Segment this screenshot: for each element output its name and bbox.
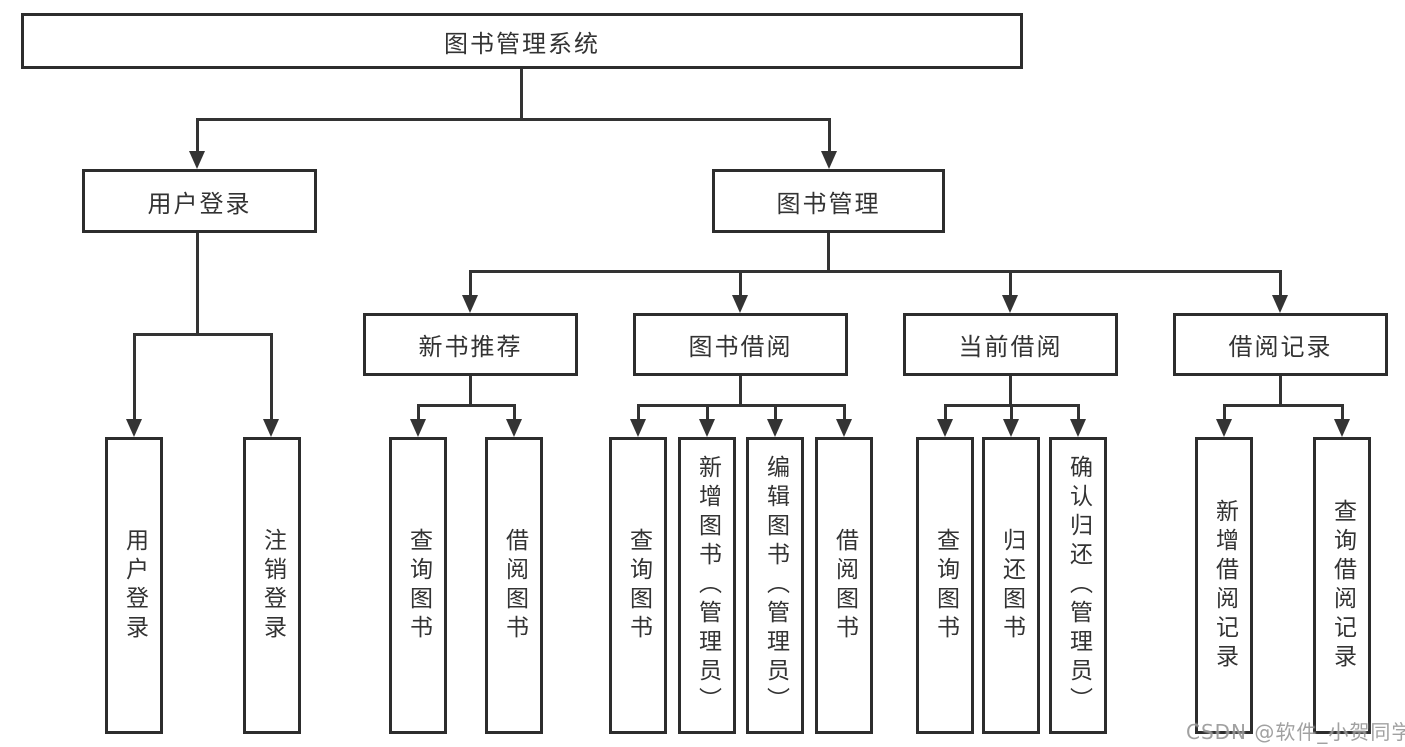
connector-level2-branch: [196, 118, 831, 121]
leaf-borrow-book: 借阅图书: [815, 437, 873, 734]
arrowhead-leaf: [1216, 419, 1232, 437]
leaf-user-login: 用户登录: [105, 437, 163, 734]
leaf-query-book-recommend: 查询图书: [389, 437, 447, 734]
leaf-label: 用户登录: [121, 527, 148, 644]
node-label: 当前借阅: [958, 333, 1063, 361]
leaf-label: 借阅图书: [831, 527, 858, 644]
leaf-label: 查询借阅记录: [1329, 498, 1356, 673]
connector-records-branch: [1223, 404, 1344, 407]
leaf-confirm-return-admin: 确认归还（管理员）: [1049, 437, 1107, 734]
node-label: 图书借阅: [688, 333, 793, 361]
node-label: 借阅记录: [1228, 333, 1333, 361]
arrowhead-new-book-recommend: [462, 295, 478, 313]
arrowhead-leaf: [1070, 419, 1086, 437]
arrowhead-leaf: [1003, 419, 1019, 437]
leaf-return-book: 归还图书: [982, 437, 1040, 734]
connector-book-management-stem: [827, 233, 830, 273]
connector-to-new-book-recommend: [469, 270, 472, 295]
connector-to-leaf: [1077, 404, 1080, 422]
leaf-query-borrow-record: 查询借阅记录: [1313, 437, 1371, 734]
node-label: 用户登录: [147, 189, 252, 218]
connector-root-trunk: [520, 69, 523, 120]
connector-to-borrow-records: [1279, 270, 1282, 295]
connector-to-leaf: [1223, 404, 1226, 422]
connector-level3-branch: [469, 270, 1282, 273]
leaf-query-book-current: 查询图书: [916, 437, 974, 734]
connector-to-leaf: [637, 404, 640, 422]
leaf-label: 查询图书: [405, 527, 432, 644]
node-new-book-recommend: 新书推荐: [363, 313, 578, 376]
leaf-label: 新增借阅记录: [1211, 498, 1238, 673]
node-borrow-records: 借阅记录: [1173, 313, 1388, 376]
leaf-add-borrow-record: 新增借阅记录: [1195, 437, 1253, 734]
arrowhead-current-borrow: [1002, 295, 1018, 313]
leaf-query-book: 查询图书: [609, 437, 667, 734]
leaf-edit-book-admin: 编辑图书（管理员）: [746, 437, 804, 734]
connector-to-current-borrow: [1009, 270, 1012, 295]
node-book-management: 图书管理: [712, 169, 945, 233]
arrowhead-leaf-login: [126, 419, 142, 437]
connector-current-stem: [1009, 376, 1012, 407]
node-user-login: 用户登录: [82, 169, 317, 233]
connector-to-leaf: [944, 404, 947, 422]
connector-to-leaf: [513, 404, 516, 422]
watermark: CSDN @软件_小贺同学: [1186, 720, 1405, 744]
arrowhead-book-borrow: [732, 295, 748, 313]
connector-to-leaf: [843, 404, 846, 422]
connector-records-stem: [1279, 376, 1282, 407]
connector-recommend-branch: [417, 404, 516, 407]
leaf-label: 编辑图书（管理员）: [762, 455, 789, 716]
node-label: 图书管理系统: [444, 29, 600, 58]
node-label: 新书推荐: [418, 333, 523, 361]
connector-to-leaf: [1010, 404, 1013, 422]
arrowhead-leaf-logout: [263, 419, 279, 437]
connector-to-book-management: [828, 118, 831, 154]
leaf-label: 借阅图书: [501, 527, 528, 644]
arrowhead-leaf: [410, 419, 426, 437]
connector-user-login-branch: [133, 333, 273, 336]
leaf-label: 新增图书（管理员）: [694, 455, 721, 716]
leaf-label: 查询图书: [625, 527, 652, 644]
connector-borrow-branch: [637, 404, 846, 407]
node-current-borrow: 当前借阅: [903, 313, 1118, 376]
arrowhead-book-management: [821, 151, 837, 169]
arrowhead-leaf: [506, 419, 522, 437]
connector-user-login-stem: [196, 233, 199, 336]
arrowhead-leaf: [767, 419, 783, 437]
connector-to-leaf-login: [133, 333, 136, 419]
connector-borrow-stem: [739, 376, 742, 407]
connector-to-leaf: [417, 404, 420, 422]
arrowhead-leaf: [630, 419, 646, 437]
connector-to-user-login: [196, 118, 199, 154]
leaf-logout: 注销登录: [243, 437, 301, 734]
leaf-label: 注销登录: [259, 527, 286, 644]
connector-to-leaf: [774, 404, 777, 422]
arrowhead-user-login: [189, 151, 205, 169]
leaf-label: 归还图书: [998, 527, 1025, 644]
leaf-label: 查询图书: [932, 527, 959, 644]
arrowhead-leaf: [1334, 419, 1350, 437]
connector-to-leaf-logout: [270, 333, 273, 419]
arrowhead-borrow-records: [1272, 295, 1288, 313]
connector-to-leaf: [1341, 404, 1344, 422]
leaf-label: 确认归还（管理员）: [1065, 455, 1092, 716]
node-book-borrow: 图书借阅: [633, 313, 848, 376]
arrowhead-leaf: [937, 419, 953, 437]
arrowhead-leaf: [836, 419, 852, 437]
connector-to-book-borrow: [739, 270, 742, 295]
node-library-management-system: 图书管理系统: [21, 13, 1023, 69]
leaf-add-book-admin: 新增图书（管理员）: [678, 437, 736, 734]
arrowhead-leaf: [699, 419, 715, 437]
connector-recommend-stem: [469, 376, 472, 407]
connector-to-leaf: [706, 404, 709, 422]
node-label: 图书管理: [776, 189, 881, 218]
leaf-borrow-book-recommend: 借阅图书: [485, 437, 543, 734]
